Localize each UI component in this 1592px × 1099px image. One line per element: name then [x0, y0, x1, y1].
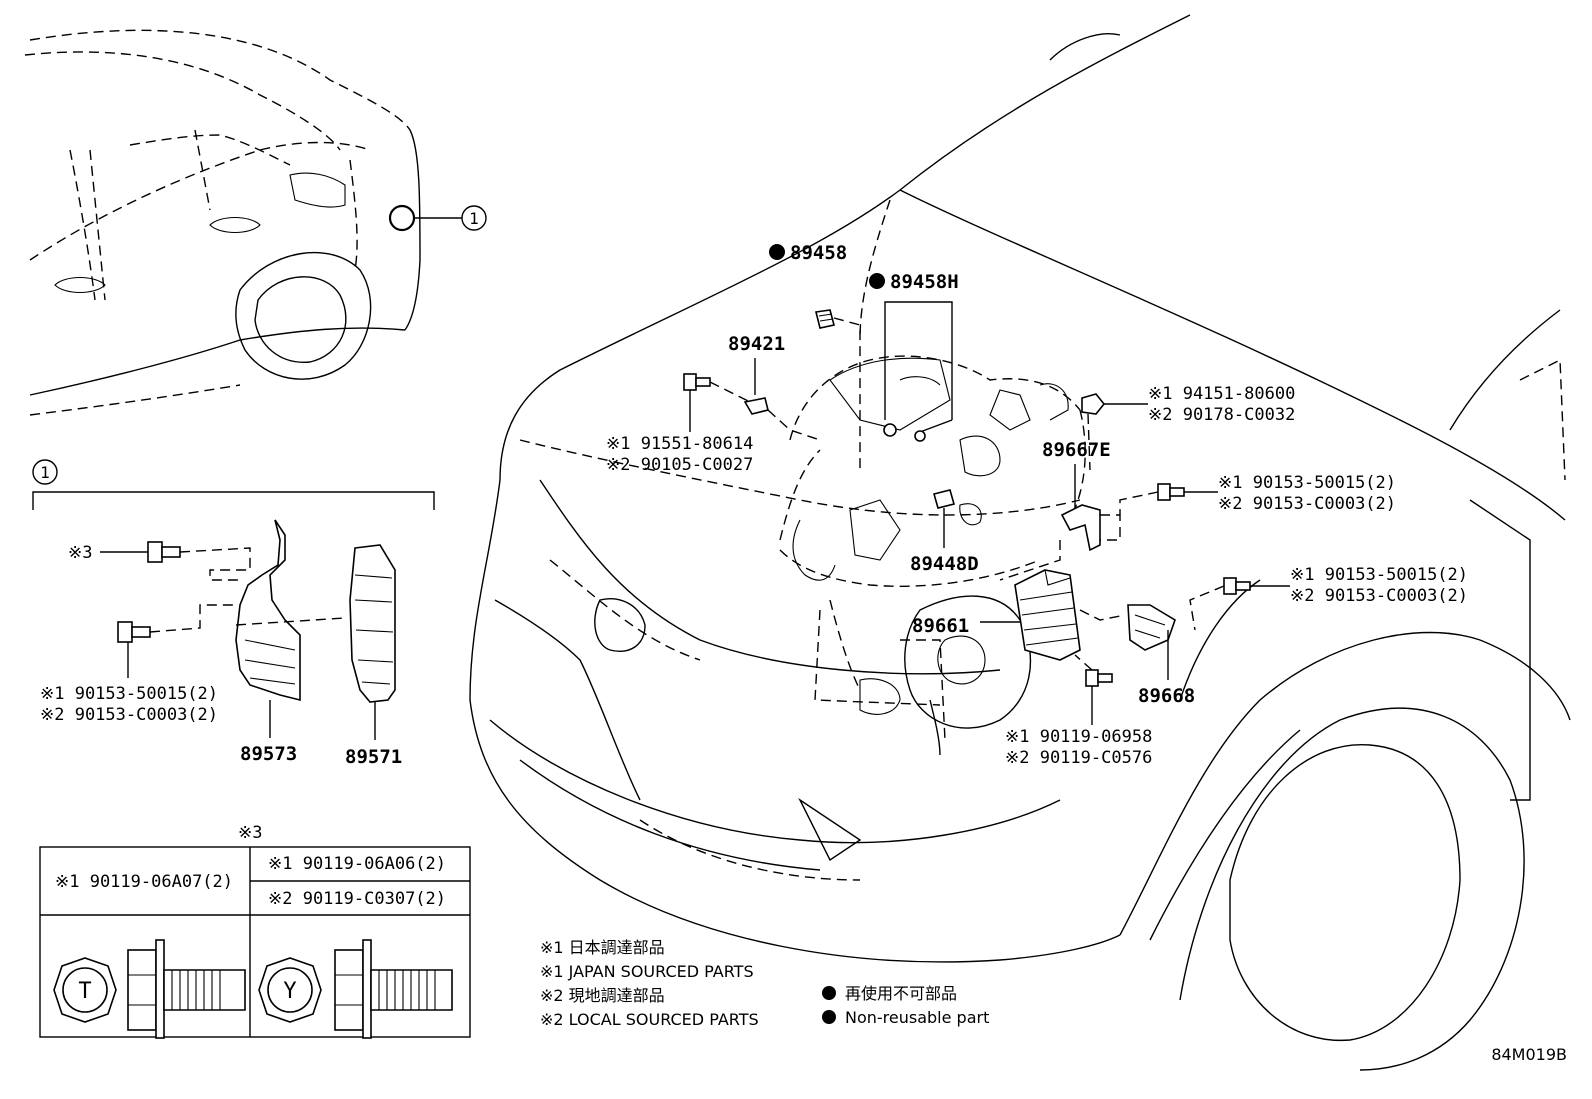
non-reusable-dot-89458H: [869, 273, 885, 289]
rear-car-outline: [24, 29, 421, 416]
label-89573: 89573: [240, 743, 297, 765]
label-90178-c0032: ※2 90178-C0032: [1148, 405, 1295, 425]
label-89667E: 89667E: [1042, 439, 1111, 461]
label-90153-50015-top: ※1 90153-50015(2): [1218, 473, 1396, 493]
label-89421: 89421: [728, 333, 785, 355]
figure-code: 84M019B: [1491, 1045, 1567, 1064]
part-89458H-a: [883, 423, 897, 437]
legend-nonreusable-jp: 再使用不可部品: [845, 984, 957, 1003]
legend-local-jp: ※2 現地調達部品: [540, 986, 665, 1005]
bolt-t-side-icon: [127, 939, 246, 1039]
sensor-89571: [349, 544, 396, 703]
bolt-y-head-icon: [258, 957, 322, 1023]
label-90153-c0003-left: ※2 90153-C0003(2): [40, 705, 218, 725]
front-car-outline: [469, 14, 1571, 1071]
part-89448D: [933, 489, 955, 509]
label-89661: 89661: [912, 615, 969, 637]
part-89458: [815, 309, 835, 329]
label-90153-50015-left: ※1 90153-50015(2): [40, 684, 218, 704]
label-90153-c0003-mid: ※2 90153-C0003(2): [1290, 586, 1468, 606]
label-94151-80600: ※1 94151-80600: [1148, 384, 1295, 404]
bolt-icon-left: [117, 621, 151, 643]
legend-local-en: ※2 LOCAL SOURCED PARTS: [540, 1010, 759, 1029]
table-right-header-2: ※2 90119-C0307(2): [268, 889, 446, 909]
label-91551-80614: ※1 91551-80614: [606, 434, 753, 454]
label-90119-06958: ※1 90119-06958: [1005, 727, 1152, 747]
non-reusable-dot-89458: [769, 244, 785, 260]
label-89448D: 89448D: [910, 553, 979, 575]
legend-dot-en: [822, 1010, 836, 1024]
legend-dot-jp: [822, 986, 836, 1000]
bolt-y-symbol: Y: [283, 979, 296, 1004]
bolt-icon-note3: [147, 541, 181, 563]
sensor-bracket-89573: [235, 519, 301, 702]
label-90119-c0576: ※2 90119-C0576: [1005, 748, 1152, 768]
table-left-header: ※1 90119-06A07(2): [55, 872, 233, 892]
table-note-3: ※3: [238, 823, 262, 843]
label-note-3: ※3: [68, 543, 92, 563]
label-89571: 89571: [345, 746, 402, 768]
section-bracket: [32, 491, 435, 510]
label-89668: 89668: [1138, 685, 1195, 707]
bolt-90119: [1085, 669, 1113, 687]
bolt-90153-top: [1157, 483, 1185, 501]
label-90153-c0003-top: ※2 90153-C0003(2): [1218, 494, 1396, 514]
legend-japan-jp: ※1 日本調達部品: [540, 938, 665, 957]
callout-1-section: 1: [40, 463, 50, 482]
bolt-y-side-icon: [334, 939, 453, 1039]
callout-1-top: 1: [469, 209, 479, 228]
callout-circle-1-top: [461, 205, 487, 231]
nut-94151: [1081, 393, 1106, 415]
label-90105-c0027: ※2 90105-C0027: [606, 455, 753, 475]
part-89421: [743, 397, 769, 415]
bolt-t-head-icon: [53, 957, 117, 1023]
bolt-t-symbol: T: [78, 979, 91, 1004]
part-89458H-b: [914, 430, 926, 442]
rear-sensor-location-marker: [388, 204, 416, 232]
label-89458: 89458: [790, 242, 847, 264]
callout-circle-1-section: [32, 459, 58, 485]
part-89667E: [1060, 504, 1101, 552]
label-89458H: 89458H: [890, 271, 959, 293]
legend-japan-en: ※1 JAPAN SOURCED PARTS: [540, 962, 754, 981]
bolt-91551: [683, 373, 711, 391]
label-90153-50015-mid: ※1 90153-50015(2): [1290, 565, 1468, 585]
bolt-table: [39, 846, 471, 1038]
legend-nonreusable-en: Non-reusable part: [845, 1008, 989, 1027]
part-89661-ecu: [1014, 569, 1081, 661]
table-right-header-1: ※1 90119-06A06(2): [268, 854, 446, 874]
